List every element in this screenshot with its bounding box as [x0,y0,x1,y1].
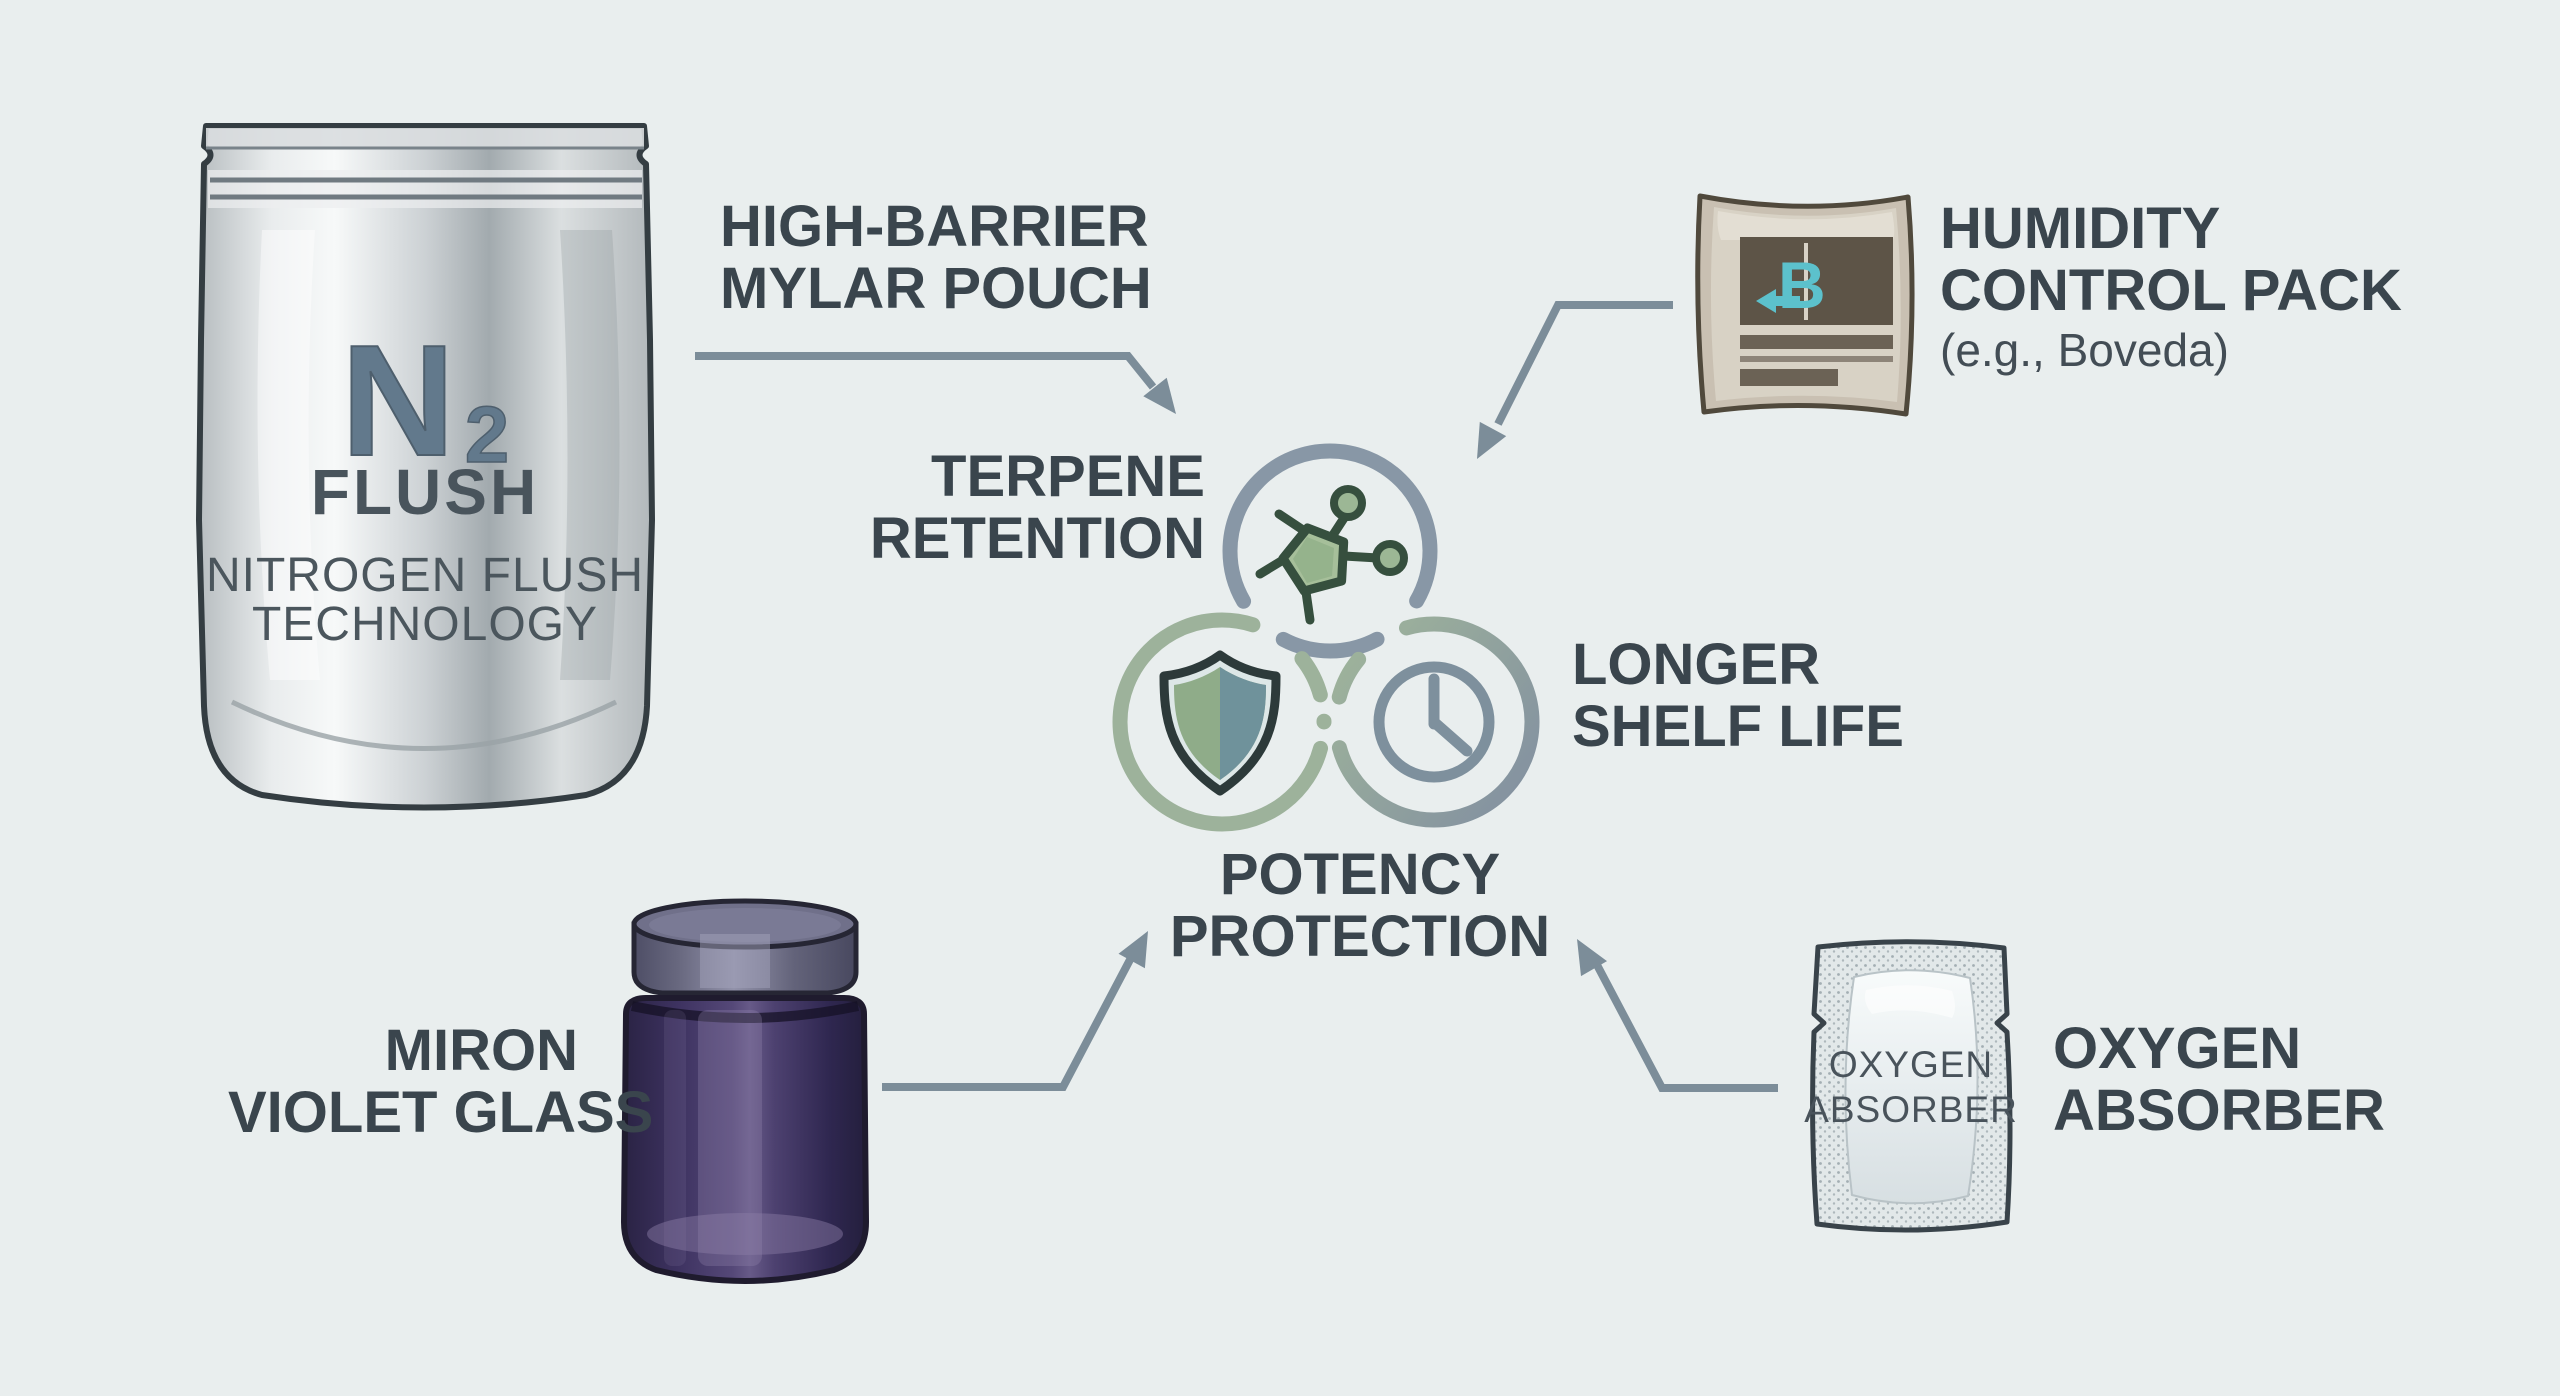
terpene-ring [1222,443,1438,659]
arrow-jar-line [882,952,1137,1091]
potency-label-line2: PROTECTION [1169,904,1551,969]
boveda-logo-letter: B [1778,248,1826,322]
arrow-pouch-line [695,352,1157,390]
humidity-label-line3: (e.g., Boveda) [1940,324,2229,376]
pouch-flush-text: FLUSH [311,456,539,528]
boveda-label-panel [1740,237,1893,325]
oxygen-absorber-label-line2: ABSORBER [2053,1078,2385,1143]
shield-icon [1159,650,1281,796]
mylar-pouch-graphic: N 2 FLUSH NITROGEN FLUSH TECHNOLOGY [196,123,655,811]
pouch-print-text: N 2 FLUSH NITROGEN FLUSH TECHNOLOGY [206,312,644,651]
shelf-life-label-line2: SHELF LIFE [1572,694,1904,759]
humidity-pack-graphic: B [1695,193,1915,417]
humidity-label-line1: HUMIDITY [1940,196,2221,261]
pouch-label-line1: HIGH-BARRIER [720,194,1149,259]
benefit-rings [1112,443,1540,832]
oxygen-absorber-label: OXYGEN ABSORBER [2053,1018,2385,1142]
miron-label-line2: VIOLET GLASS [228,1080,654,1145]
potency-label: POTENCY PROTECTION [1150,844,1570,968]
terpene-label-line2: RETENTION [869,506,1205,571]
arrow-absorber-head-icon [1577,939,1607,977]
arrow-jar-head-icon [1118,931,1148,969]
absorber-print-line1: OXYGEN [1829,1044,1993,1085]
arrowheads [1118,377,1607,977]
pouch-tech-line1: NITROGEN FLUSH [206,549,644,602]
boveda-logo: B [1756,248,1826,322]
clock-icon [1373,661,1495,783]
boveda-arrow-icon [1756,289,1776,313]
pouch-tech-line2: TECHNOLOGY [252,598,598,651]
miron-label-line1: MIRON [384,1018,578,1083]
shelf-ring [1328,616,1540,828]
pouch-label: HIGH-BARRIER MYLAR POUCH [720,196,1152,320]
terpene-label: TERPENE RETENTION [855,446,1205,570]
humidity-label: HUMIDITY CONTROL PACK (e.g., Boveda) [1940,198,2402,378]
pouch-n2-subscript: 2 [465,390,510,479]
arrow-absorber-line [1592,961,1778,1092]
pouch-label-line2: MYLAR POUCH [720,256,1152,321]
terpene-label-line1: TERPENE [931,444,1205,509]
potency-ring [1112,612,1332,832]
potency-label-line1: POTENCY [1219,842,1501,907]
absorber-print-line2: ABSORBER [1804,1089,2018,1130]
molecule-icon [1255,485,1408,625]
shelf-life-label: LONGER SHELF LIFE [1572,634,1904,758]
humidity-label-line2: CONTROL PACK [1940,258,2402,323]
oxygen-absorber-graphic: OXYGEN ABSORBER [1804,939,2018,1233]
arrow-humidity-line [1494,301,1673,426]
shelf-life-label-line1: LONGER [1572,632,1821,697]
pouch-n2-symbol: N [341,313,455,489]
oxygen-absorber-label-line1: OXYGEN [2053,1016,2302,1081]
violet-jar-graphic [620,898,870,1284]
connector-arrows [695,301,1778,1092]
arrow-humidity-head-icon [1477,421,1507,459]
arrow-pouch-head-icon [1143,377,1176,414]
miron-label: MIRON VIOLET GLASS [228,1018,654,1145]
